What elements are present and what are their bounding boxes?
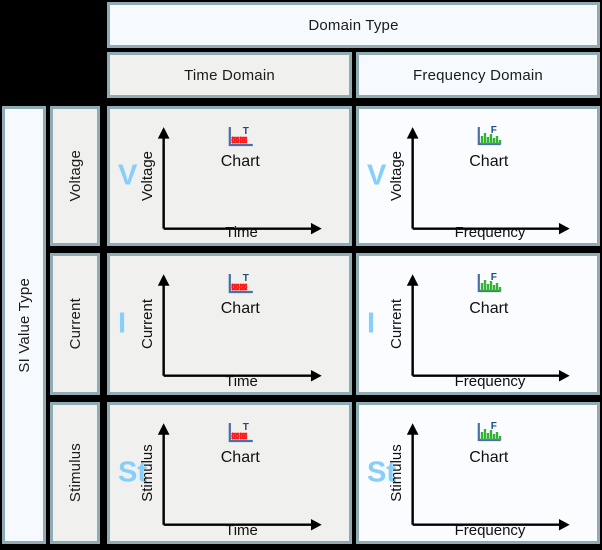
y-axis-label: Stimulus — [139, 444, 156, 502]
si-symbol-watermark: St — [367, 456, 396, 489]
si-value-type-header-label: SI Value Type — [15, 277, 33, 373]
frequency-chart-icon: F — [477, 125, 502, 146]
chart-link-block[interactable]: F Chart — [444, 270, 534, 318]
column-header-frequency-domain-label: Frequency Domain — [413, 66, 543, 84]
chart-caption: Chart — [220, 449, 260, 466]
axes-icon — [406, 274, 570, 382]
si-symbol-watermark: I — [367, 307, 376, 340]
row-header-voltage-label: Voltage — [66, 150, 84, 202]
chart-link-block[interactable]: F Chart — [444, 419, 534, 467]
chart-link-block[interactable]: T Chart — [195, 123, 285, 171]
chart-caption: Chart — [469, 300, 509, 317]
axes-icon — [157, 274, 322, 382]
row-header-current[interactable]: Current — [50, 253, 100, 395]
svg-text:F: F — [491, 272, 497, 283]
axes-icon — [406, 423, 570, 531]
matrix-cell-stimulus-frequency[interactable]: St Stimulus F Chart Frequency — [356, 402, 600, 544]
frequency-chart-icon: F — [477, 272, 502, 293]
column-header-time-domain[interactable]: Time Domain — [107, 52, 352, 98]
x-axis-label: Frequency — [454, 373, 526, 390]
si-symbol-watermark: I — [118, 307, 127, 340]
si-value-type-header: SI Value Type — [2, 106, 46, 544]
matrix-cell-voltage-time[interactable]: V Voltage T Chart Time — [107, 106, 352, 246]
y-axis-label: Stimulus — [388, 444, 405, 502]
mini-plot: I Current F Chart Frequency — [359, 256, 597, 392]
chart-caption: Chart — [220, 300, 260, 317]
svg-text:F: F — [491, 125, 497, 136]
chart-caption: Chart — [220, 153, 260, 170]
x-axis-label: Time — [225, 224, 258, 241]
row-header-stimulus-label: Stimulus — [66, 443, 84, 503]
column-header-frequency-domain[interactable]: Frequency Domain — [356, 52, 600, 98]
mini-plot: I Current T Chart Time — [110, 256, 349, 392]
x-axis-label: Frequency — [454, 522, 526, 539]
matrix-cell-current-frequency[interactable]: I Current F Chart Frequency — [356, 253, 600, 395]
chart-caption: Chart — [469, 153, 509, 170]
chart-link-block[interactable]: F Chart — [444, 123, 534, 171]
mini-plot: St Stimulus F Chart Frequency — [359, 405, 597, 541]
row-header-voltage[interactable]: Voltage — [50, 106, 100, 246]
y-axis-label: Voltage — [388, 150, 405, 202]
matrix-cell-voltage-frequency[interactable]: V Voltage F Chart Frequency — [356, 106, 600, 246]
mini-plot: V Voltage F Chart Frequency — [359, 109, 597, 243]
chart-link-block[interactable]: T Chart — [195, 270, 285, 318]
matrix-cell-current-time[interactable]: I Current T Chart Time — [107, 253, 352, 395]
column-header-time-domain-label: Time Domain — [184, 66, 275, 84]
x-axis-label: Frequency — [454, 224, 526, 241]
svg-text:F: F — [491, 421, 497, 432]
time-chart-icon: T — [228, 422, 253, 443]
svg-text:T: T — [242, 273, 248, 284]
axes-icon — [406, 127, 570, 235]
svg-text:T: T — [242, 126, 248, 137]
row-header-stimulus[interactable]: Stimulus — [50, 402, 100, 544]
time-chart-icon: T — [228, 126, 253, 147]
x-axis-label: Time — [225, 522, 258, 539]
si-symbol-watermark: V — [118, 159, 138, 192]
y-axis-label: Current — [388, 298, 405, 350]
axes-icon — [157, 127, 322, 235]
svg-text:T: T — [242, 422, 248, 433]
mini-plot: St Stimulus T Chart Time — [110, 405, 349, 541]
si-symbol-watermark: V — [367, 159, 387, 192]
domain-type-header-label: Domain Type — [308, 16, 399, 34]
x-axis-label: Time — [225, 373, 258, 390]
y-axis-label: Voltage — [139, 150, 156, 202]
frequency-chart-icon: F — [477, 421, 502, 442]
matrix-cell-stimulus-time[interactable]: St Stimulus T Chart Time — [107, 402, 352, 544]
axes-icon — [157, 423, 322, 531]
si-symbol-watermark: St — [118, 456, 147, 489]
time-chart-icon: T — [228, 273, 253, 294]
row-header-current-label: Current — [66, 298, 84, 350]
y-axis-label: Current — [139, 298, 156, 350]
mini-plot: V Voltage T Chart Time — [110, 109, 349, 243]
chart-link-block[interactable]: T Chart — [195, 419, 285, 467]
domain-type-header: Domain Type — [107, 2, 600, 48]
chart-caption: Chart — [469, 449, 509, 466]
